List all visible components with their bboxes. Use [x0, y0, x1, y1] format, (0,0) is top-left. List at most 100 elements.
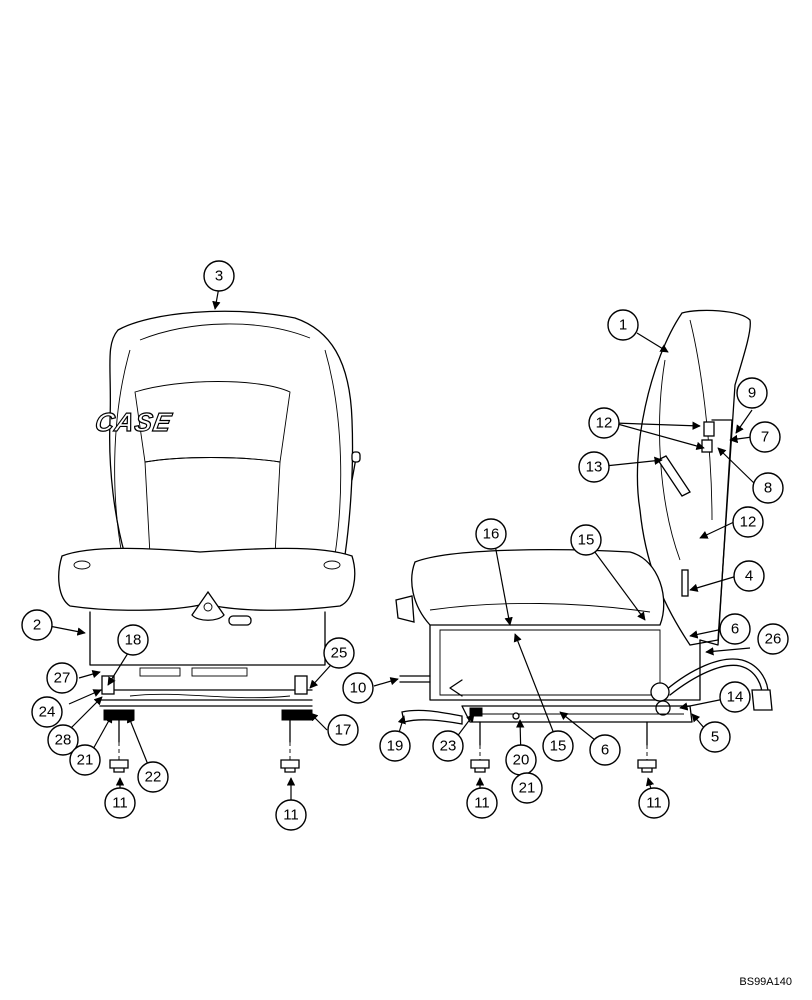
- callout-11b-label: 11: [474, 795, 490, 812]
- callout-11d: 11: [275, 799, 307, 831]
- callout-21: 21: [511, 772, 543, 804]
- knob-symbol: [203, 602, 213, 612]
- callout-16: 16: [475, 518, 507, 550]
- callout-7-label: 7: [761, 429, 769, 446]
- base-slot: [139, 667, 181, 677]
- callout-13-label: 13: [586, 459, 603, 476]
- side-backrest-seam: [689, 319, 713, 521]
- callout-19-label: 19: [387, 738, 404, 755]
- back-slot: [681, 569, 689, 597]
- callout-22-label: 21: [77, 752, 94, 769]
- nut-right: [280, 759, 300, 773]
- seat-cushion: [58, 547, 356, 611]
- belt-anchor: [650, 682, 670, 702]
- callout-10-label: 10: [350, 680, 367, 697]
- base-arrow-mark: [449, 679, 463, 697]
- callout-19: 19: [379, 730, 411, 762]
- nut-left: [109, 759, 129, 773]
- callout-24: 23: [432, 730, 464, 762]
- callout-5: 5: [699, 721, 731, 753]
- callout-23-label: 22: [145, 769, 162, 786]
- callout-22: 21: [69, 744, 101, 776]
- callout-28-label: 28: [55, 732, 72, 749]
- callout-11a-label: 11: [112, 795, 128, 812]
- callout-21-label: 21: [519, 780, 536, 797]
- back-plate: [699, 419, 733, 646]
- callout-15a-label: 15: [578, 532, 595, 549]
- callout-13: 13: [578, 451, 610, 483]
- side-cushion: [411, 549, 665, 626]
- callout-26: 25: [323, 637, 355, 669]
- callout-9: 9: [736, 377, 768, 409]
- side-lever-knob: [351, 451, 361, 463]
- callout-11c: 11: [638, 787, 670, 819]
- callout-15b-label: 15: [550, 738, 567, 755]
- cushion-dimple-right: [323, 560, 341, 570]
- recline-lever: [657, 455, 691, 497]
- callout-18-label: 18: [125, 632, 142, 649]
- side-nut-front: [470, 759, 490, 773]
- callout-27b: 27: [46, 662, 78, 694]
- belt-buckle: [751, 689, 773, 711]
- callout-3: 3: [203, 260, 235, 292]
- callout-12b: 12: [732, 506, 764, 538]
- callout-24-label: 23: [440, 738, 457, 755]
- callout-17: 17: [327, 714, 359, 746]
- callout-6b: 6: [589, 734, 621, 766]
- callout-17-label: 17: [335, 722, 352, 739]
- base-slot-2: [191, 667, 248, 677]
- callout-27b-label: 27: [54, 670, 71, 687]
- backrest-outline: [109, 310, 354, 556]
- front-view-seat: CASE: [58, 310, 361, 773]
- seat-belt: [665, 658, 769, 701]
- backrest-bolster-left: [114, 349, 131, 556]
- side-nut-rear: [637, 759, 657, 773]
- suspension-knob: [191, 590, 225, 621]
- callout-11b: 11: [466, 787, 498, 819]
- rail-detail: [129, 693, 291, 699]
- backrest-top-seam: [139, 323, 311, 341]
- callout-8: 8: [752, 472, 784, 504]
- callout-2: 2: [21, 609, 53, 641]
- rail-latch: [469, 707, 483, 717]
- callout-6a: 6: [719, 613, 751, 645]
- callout-27a: 26: [757, 623, 789, 655]
- callout-9-label: 9: [748, 385, 756, 402]
- callout-20-label: 20: [513, 752, 530, 769]
- side-base-panel: [439, 629, 661, 696]
- callout-12b-label: 12: [740, 514, 757, 531]
- callout-20: 20: [505, 744, 537, 776]
- callout-23: 22: [137, 761, 169, 793]
- slide-bar: [401, 709, 463, 725]
- foot-right: [281, 709, 313, 721]
- callout-10: 10: [342, 672, 374, 704]
- callout-3-label: 3: [215, 268, 223, 285]
- side-view-seat: [395, 309, 773, 773]
- tilt-bracket-upper: [703, 421, 715, 437]
- cushion-dimple-left: [73, 560, 91, 570]
- side-base: [429, 624, 701, 701]
- callout-5-label: 5: [711, 729, 719, 746]
- callout-25-label: 24: [39, 704, 56, 721]
- callout-12a: 12: [588, 407, 620, 439]
- callout-25: 24: [31, 696, 63, 728]
- callout-6a-label: 6: [731, 621, 739, 638]
- callout-1: 1: [607, 309, 639, 341]
- rail-bolt: [512, 712, 520, 720]
- callout-1-label: 1: [619, 317, 627, 334]
- front-knob: [395, 595, 415, 623]
- side-cushion-seam: [429, 602, 651, 613]
- callout-15a: 15: [570, 524, 602, 556]
- callout-4: 4: [733, 560, 765, 592]
- callout-4-label: 4: [745, 568, 753, 585]
- fore-aft-lever: [399, 675, 431, 683]
- backrest-lower-panel: [144, 457, 281, 556]
- callout-6b-label: 6: [601, 742, 609, 759]
- callout-14: 14: [719, 681, 751, 713]
- callouts: 3 1 9 12 7 13 8 12 16 15 4 2 6 18 26 25 …: [21, 260, 789, 831]
- backrest-bolster-right: [324, 349, 342, 556]
- callout-8-label: 8: [764, 480, 772, 497]
- callout-27a-label: 26: [765, 631, 782, 648]
- belt-anchor-bolt: [655, 700, 671, 716]
